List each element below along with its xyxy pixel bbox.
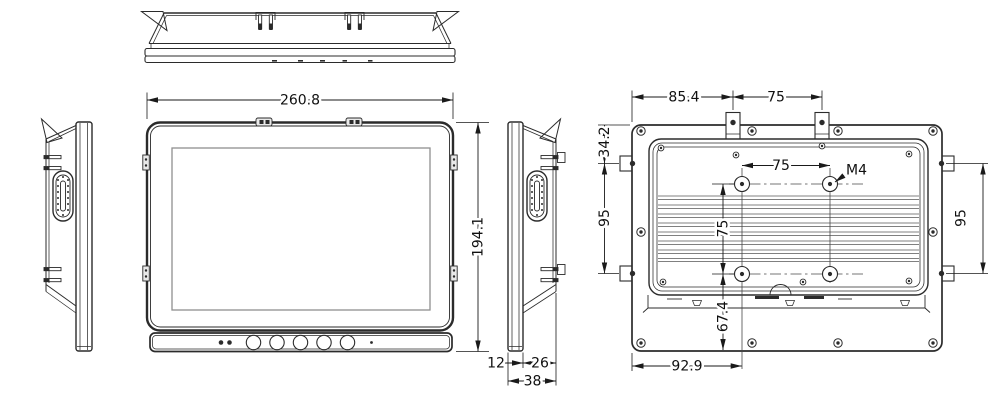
dim-label-vesa-left-offset: 92.9: [671, 359, 702, 375]
power-led: [370, 341, 373, 344]
osd-buttons: [245, 334, 356, 351]
bottom-connector-band: [642, 284, 931, 313]
rear-view: [619, 111, 955, 369]
dimension-rear-top: 85.4 75: [631, 87, 823, 122]
mount-bracket-wing: [539, 117, 562, 144]
dim-label-front-width: 260.8: [280, 93, 320, 109]
osd-button: [269, 334, 285, 351]
osd-button: [245, 334, 262, 351]
osd-control-bar: [149, 332, 453, 353]
dim-label-top-clip-offset: 85.4: [668, 90, 699, 106]
osd-button: [316, 334, 332, 351]
mount-clamp-top-2: [344, 12, 365, 30]
led-indicator: [218, 340, 224, 345]
dim-label-side-clip-spacing-right: 95: [954, 209, 970, 227]
chassis-screws: [657, 142, 913, 286]
top-mount-clamp-1: [725, 111, 741, 142]
mount-clamp-screws-upper: [540, 152, 566, 171]
bezel-profile: [75, 121, 93, 352]
bezel-edge-top-view: [144, 47, 456, 57]
osd-button: [292, 334, 309, 351]
mount-clamp-screws-lower: [43, 267, 62, 283]
vent-notch: [691, 300, 703, 306]
dimension-vesa: 75 M4 75: [712, 156, 870, 275]
dim-label-vesa-thread: M4: [846, 163, 867, 179]
dim-label-top-clip-spacing: 75: [767, 90, 785, 106]
rear-chassis: [648, 138, 929, 296]
heatsink-fins: [658, 195, 919, 262]
side-view-right: [507, 117, 566, 352]
front-view: [142, 117, 458, 353]
osd-button: [339, 334, 356, 351]
dimension-front-height: 194.1: [456, 122, 489, 352]
vent-notch: [899, 300, 911, 306]
dim-label-vesa-horizontal: 75: [772, 158, 790, 174]
side-clip-tabs: [142, 154, 458, 282]
plate-screws: [636, 126, 938, 348]
vent-notch: [784, 300, 796, 306]
dim-label-total-depth: 38: [524, 374, 542, 390]
dim-label-front-height: 194.1: [471, 217, 487, 257]
led-indicator: [227, 340, 232, 345]
vesa-mount-holes: [733, 175, 839, 283]
mount-clamp-screws-upper: [43, 155, 62, 171]
dimension-rear-right: 95: [946, 163, 988, 274]
cable-relief-bump: [769, 284, 792, 296]
vent-grille: [52, 170, 74, 222]
connector-slot: [755, 296, 779, 299]
top-clip-mark-1: [255, 117, 273, 127]
vent-grille: [526, 170, 548, 222]
bezel-profile: [507, 121, 524, 352]
dim-label-chassis-depth: 26: [531, 356, 549, 372]
dimension-rear-bottom: 67.4 92.9: [631, 274, 742, 377]
mount-bracket-wing: [40, 117, 63, 144]
display-screen: [171, 147, 431, 311]
mount-bracket-wing-right: [432, 11, 461, 32]
connector-slot: [804, 296, 824, 299]
dimension-side-depths: 12 26 38: [485, 293, 557, 392]
dimension-rear-left: 34.2 95: [595, 124, 630, 274]
top-clip-mark-2: [345, 117, 363, 127]
dimension-front-width: 260.8: [146, 90, 454, 119]
dim-label-vesa-bottom-offset: 67.4: [716, 301, 732, 332]
top-view: [139, 11, 461, 64]
dim-label-side-clip-spacing-left: 95: [597, 209, 613, 227]
mount-clamp-top-1: [255, 12, 276, 30]
side-view-left: [40, 117, 93, 352]
top-mount-clamp-2: [814, 111, 830, 142]
mount-clamp-screws-lower: [540, 264, 566, 283]
dim-label-bezel-depth: 12: [487, 356, 505, 372]
dim-label-side-clip-top-offset: 34.2: [597, 126, 613, 157]
mount-bracket-wing-left: [139, 11, 168, 32]
dim-label-vesa-vertical: 75: [716, 220, 732, 238]
